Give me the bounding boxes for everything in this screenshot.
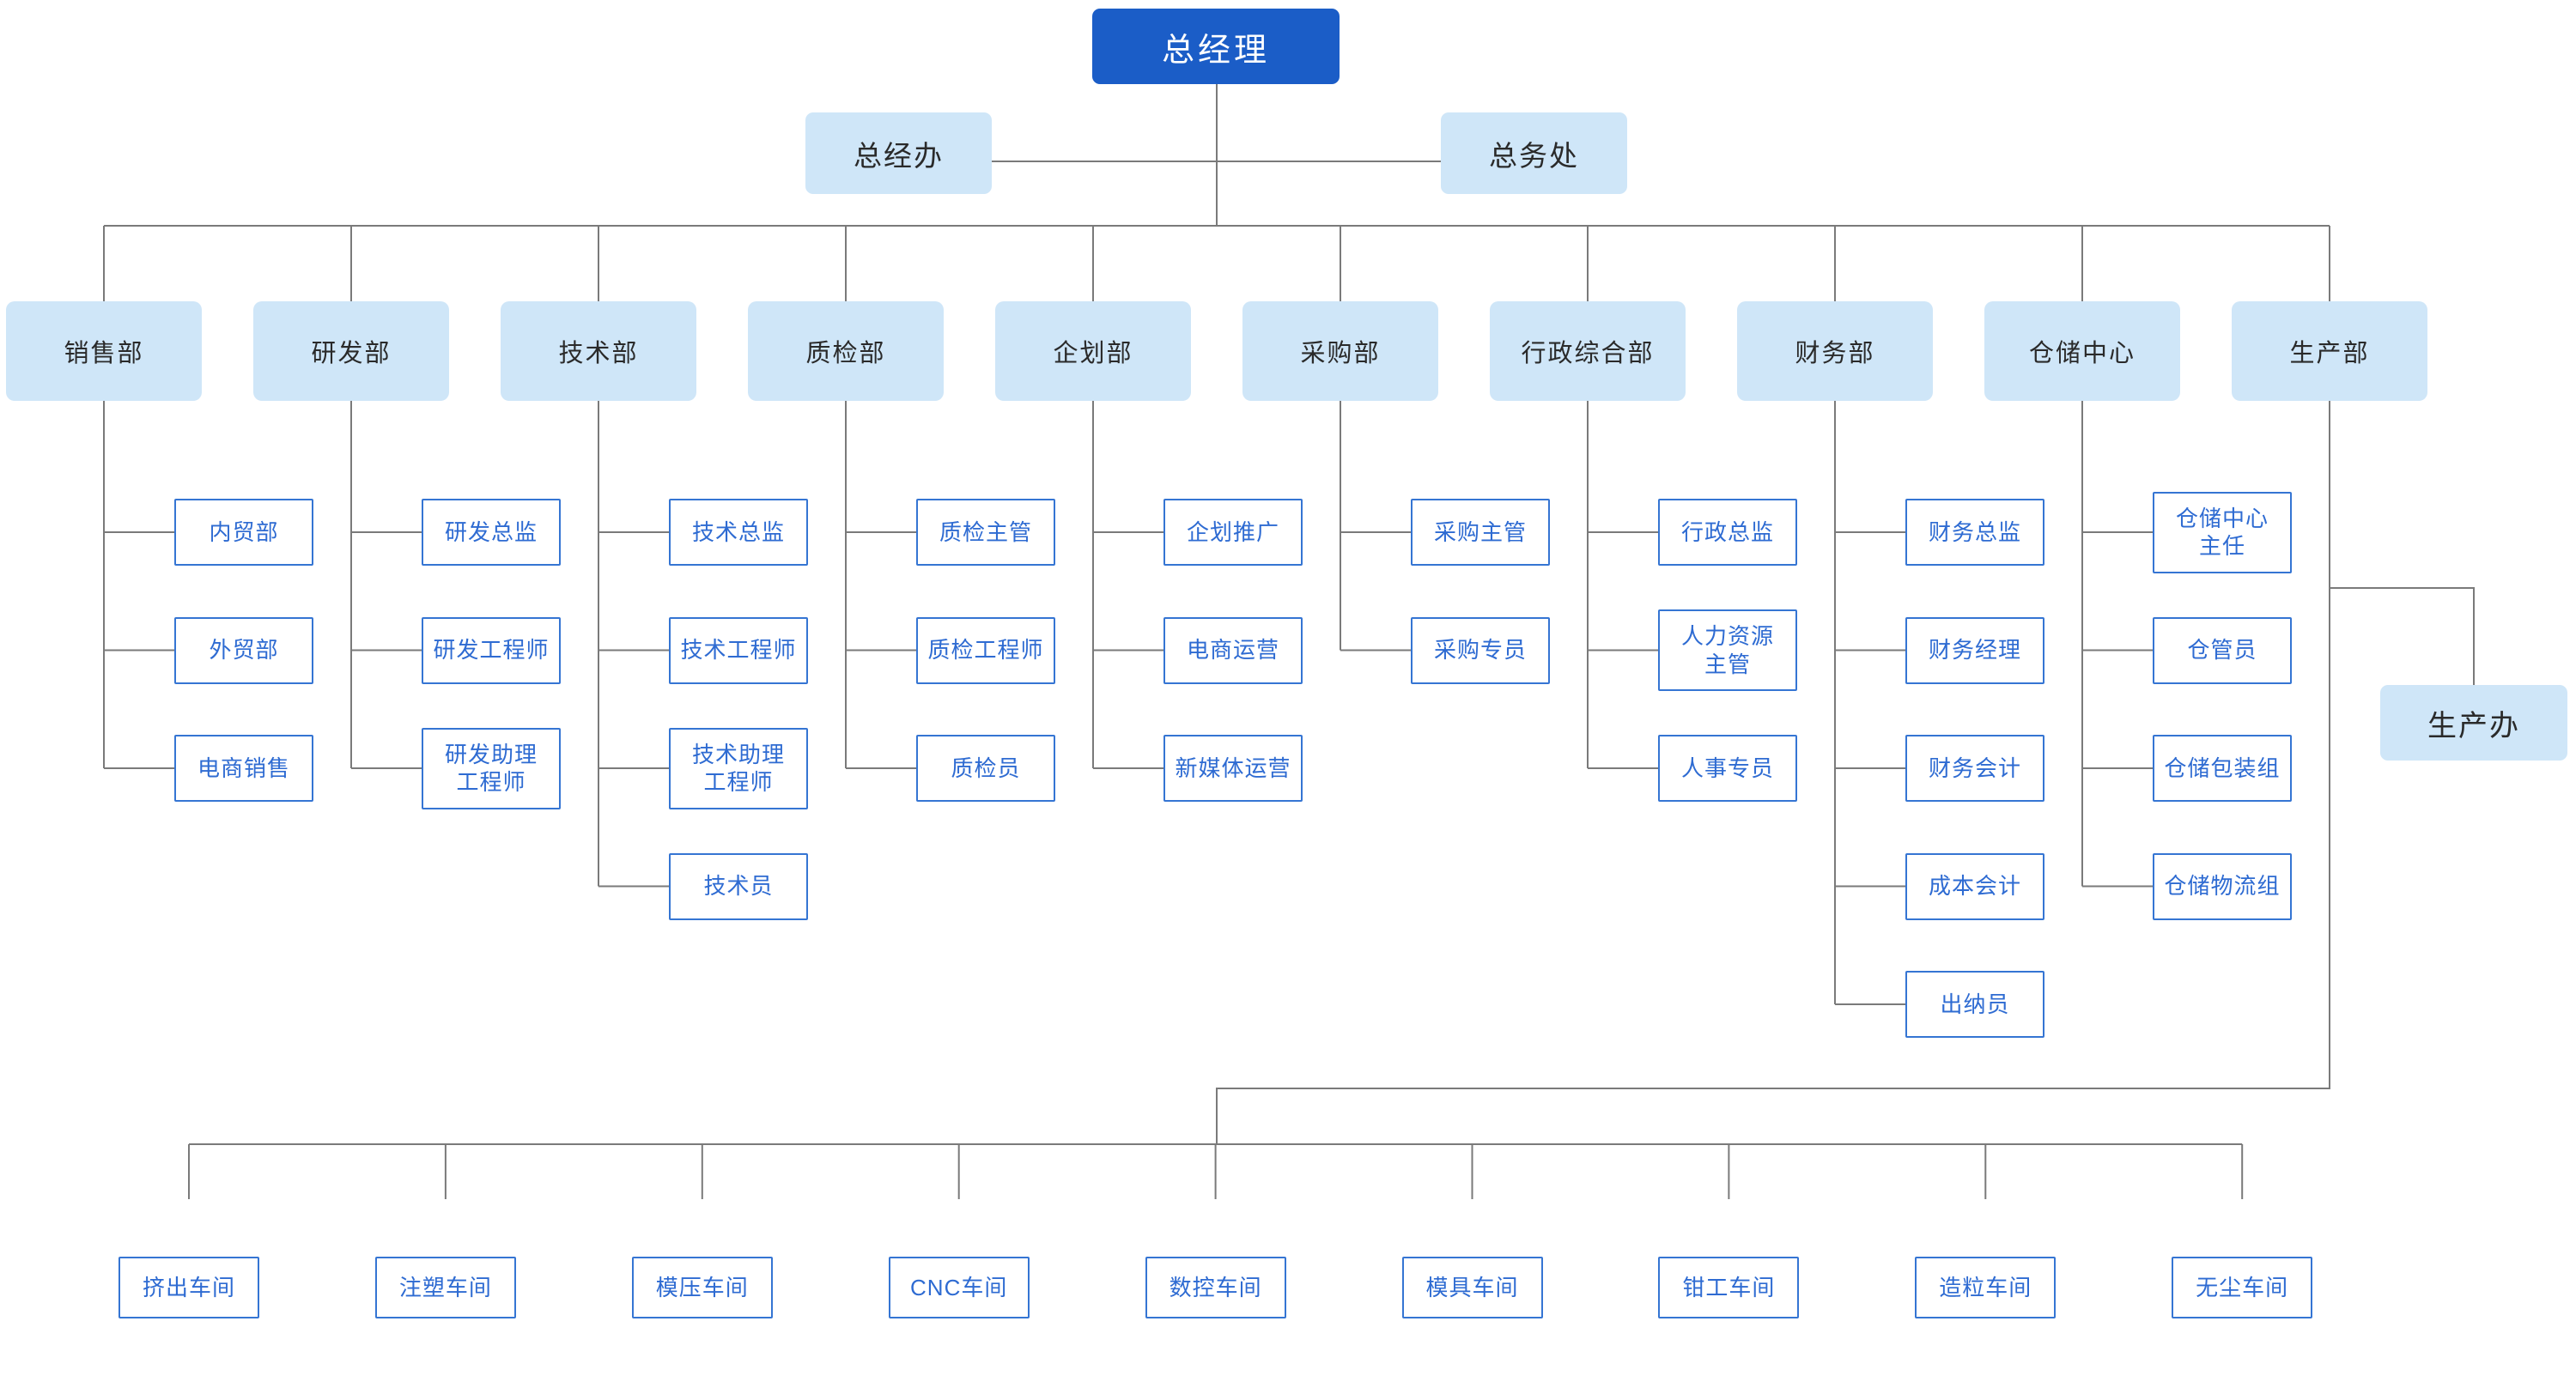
- org-node-general-manager[interactable]: 总经理: [1092, 9, 1340, 84]
- org-node-position[interactable]: 企划推广: [1163, 499, 1303, 566]
- org-node-position[interactable]: 财务会计: [1905, 735, 2044, 802]
- org-node-general-manager-office[interactable]: 总经办: [805, 112, 992, 194]
- org-node-department[interactable]: 仓储中心: [1984, 301, 2180, 401]
- org-node-position[interactable]: 人力资源 主管: [1658, 609, 1797, 691]
- org-node-position[interactable]: 仓储中心 主任: [2153, 491, 2292, 573]
- org-node-workshop[interactable]: 挤出车间: [118, 1257, 259, 1318]
- org-node-general-affairs-office[interactable]: 总务处: [1441, 112, 1627, 194]
- org-node-position[interactable]: 质检工程师: [916, 616, 1055, 684]
- org-node-position[interactable]: 财务总监: [1905, 499, 2044, 566]
- org-node-position[interactable]: 研发工程师: [422, 616, 561, 684]
- org-node-production-office[interactable]: 生产办: [2380, 685, 2567, 761]
- org-node-workshop[interactable]: 钳工车间: [1658, 1257, 1800, 1318]
- org-node-position[interactable]: 人事专员: [1658, 735, 1797, 802]
- org-node-position[interactable]: 质检主管: [916, 499, 1055, 566]
- org-node-department[interactable]: 企划部: [995, 301, 1191, 401]
- org-node-department[interactable]: 研发部: [253, 301, 449, 401]
- org-node-position[interactable]: 技术工程师: [669, 616, 808, 684]
- org-node-position[interactable]: 技术员: [669, 852, 808, 920]
- org-node-position[interactable]: 仓储包装组: [2153, 735, 2292, 802]
- org-node-position[interactable]: 研发助理 工程师: [422, 727, 561, 809]
- org-node-position[interactable]: 新媒体运营: [1163, 735, 1303, 802]
- org-node-position[interactable]: 出纳员: [1905, 971, 2044, 1038]
- org-node-workshop[interactable]: 无尘车间: [2172, 1257, 2313, 1318]
- org-node-department[interactable]: 销售部: [6, 301, 202, 401]
- org-node-department[interactable]: 行政综合部: [1490, 301, 1686, 401]
- org-node-position[interactable]: 采购专员: [1411, 616, 1550, 684]
- org-node-position[interactable]: 仓管员: [2153, 616, 2292, 684]
- org-node-position[interactable]: 技术总监: [669, 499, 808, 566]
- org-node-workshop[interactable]: CNC车间: [888, 1257, 1030, 1318]
- org-node-department[interactable]: 采购部: [1242, 301, 1438, 401]
- org-node-position[interactable]: 内贸部: [174, 499, 313, 566]
- org-node-position[interactable]: 行政总监: [1658, 499, 1797, 566]
- org-node-department[interactable]: 财务部: [1737, 301, 1933, 401]
- org-node-position[interactable]: 技术助理 工程师: [669, 727, 808, 809]
- org-node-position[interactable]: 成本会计: [1905, 852, 2044, 920]
- org-node-position[interactable]: 电商销售: [174, 735, 313, 802]
- org-node-position[interactable]: 财务经理: [1905, 616, 2044, 684]
- org-node-workshop[interactable]: 造粒车间: [1915, 1257, 2057, 1318]
- org-node-position[interactable]: 采购主管: [1411, 499, 1550, 566]
- org-node-position[interactable]: 电商运营: [1163, 616, 1303, 684]
- org-node-position[interactable]: 外贸部: [174, 616, 313, 684]
- org-node-workshop[interactable]: 模具车间: [1401, 1257, 1543, 1318]
- org-node-department[interactable]: 质检部: [748, 301, 944, 401]
- org-node-position[interactable]: 仓储物流组: [2153, 852, 2292, 920]
- org-node-position[interactable]: 研发总监: [422, 499, 561, 566]
- org-node-workshop[interactable]: 注塑车间: [374, 1257, 516, 1318]
- org-node-workshop[interactable]: 数控车间: [1145, 1257, 1286, 1318]
- org-node-department[interactable]: 技术部: [501, 301, 696, 401]
- org-node-department[interactable]: 生产部: [2232, 301, 2427, 401]
- org-node-position[interactable]: 质检员: [916, 735, 1055, 802]
- org-node-workshop[interactable]: 模压车间: [631, 1257, 773, 1318]
